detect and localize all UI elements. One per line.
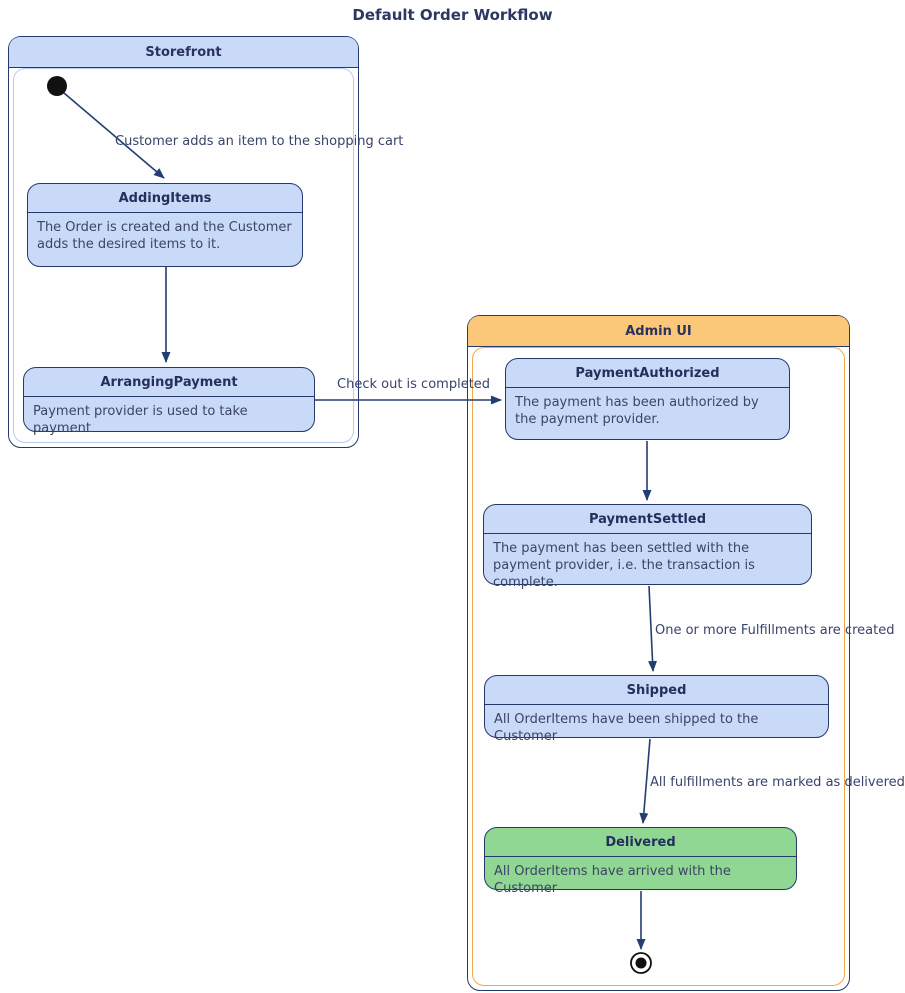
state-addingitems-description: The Order is created and the Customer ad… xyxy=(37,220,292,252)
transition-label-fulfillments-created: One or more Fulfillments are created xyxy=(655,623,895,638)
state-arrangingpayment-title: ArrangingPayment xyxy=(24,368,314,397)
transition-label-add-item: Customer adds an item to the shopping ca… xyxy=(115,134,404,149)
state-paymentauthorized-title: PaymentAuthorized xyxy=(506,359,789,388)
state-paymentauthorized: PaymentAuthorized The payment has been a… xyxy=(505,358,790,440)
state-arrangingpayment: ArrangingPayment Payment provider is use… xyxy=(23,367,315,436)
state-paymentsettled: PaymentSettled The payment has been sett… xyxy=(483,504,812,590)
state-addingitems-title: AddingItems xyxy=(28,184,302,213)
container-admin-ui-header: Admin UI xyxy=(468,316,849,347)
state-paymentsettled-description: The payment has been settled with the pa… xyxy=(493,541,755,590)
state-arrangingpayment-description: Payment provider is used to take payment xyxy=(33,404,248,436)
state-paymentsettled-title: PaymentSettled xyxy=(484,505,811,534)
state-delivered-title: Delivered xyxy=(485,828,796,857)
state-shipped: Shipped All OrderItems have been shipped… xyxy=(484,675,829,744)
transition-label-marked-delivered: All fulfillments are marked as delivered xyxy=(650,775,905,790)
state-paymentauthorized-description: The payment has been authorized by the p… xyxy=(515,395,759,427)
state-delivered: Delivered All OrderItems have arrived wi… xyxy=(484,827,797,896)
state-shipped-description: All OrderItems have been shipped to the … xyxy=(494,712,759,744)
transition-label-checkout-completed: Check out is completed xyxy=(337,377,491,392)
state-delivered-description: All OrderItems have arrived with the Cus… xyxy=(494,864,731,896)
container-admin-ui-title: Admin UI xyxy=(625,323,692,339)
state-addingitems: AddingItems The Order is created and the… xyxy=(27,183,303,267)
diagram-title: Default Order Workflow xyxy=(352,6,553,24)
container-storefront-title: Storefront xyxy=(145,44,222,60)
state-shipped-title: Shipped xyxy=(485,676,828,705)
container-storefront-header: Storefront xyxy=(9,37,358,68)
